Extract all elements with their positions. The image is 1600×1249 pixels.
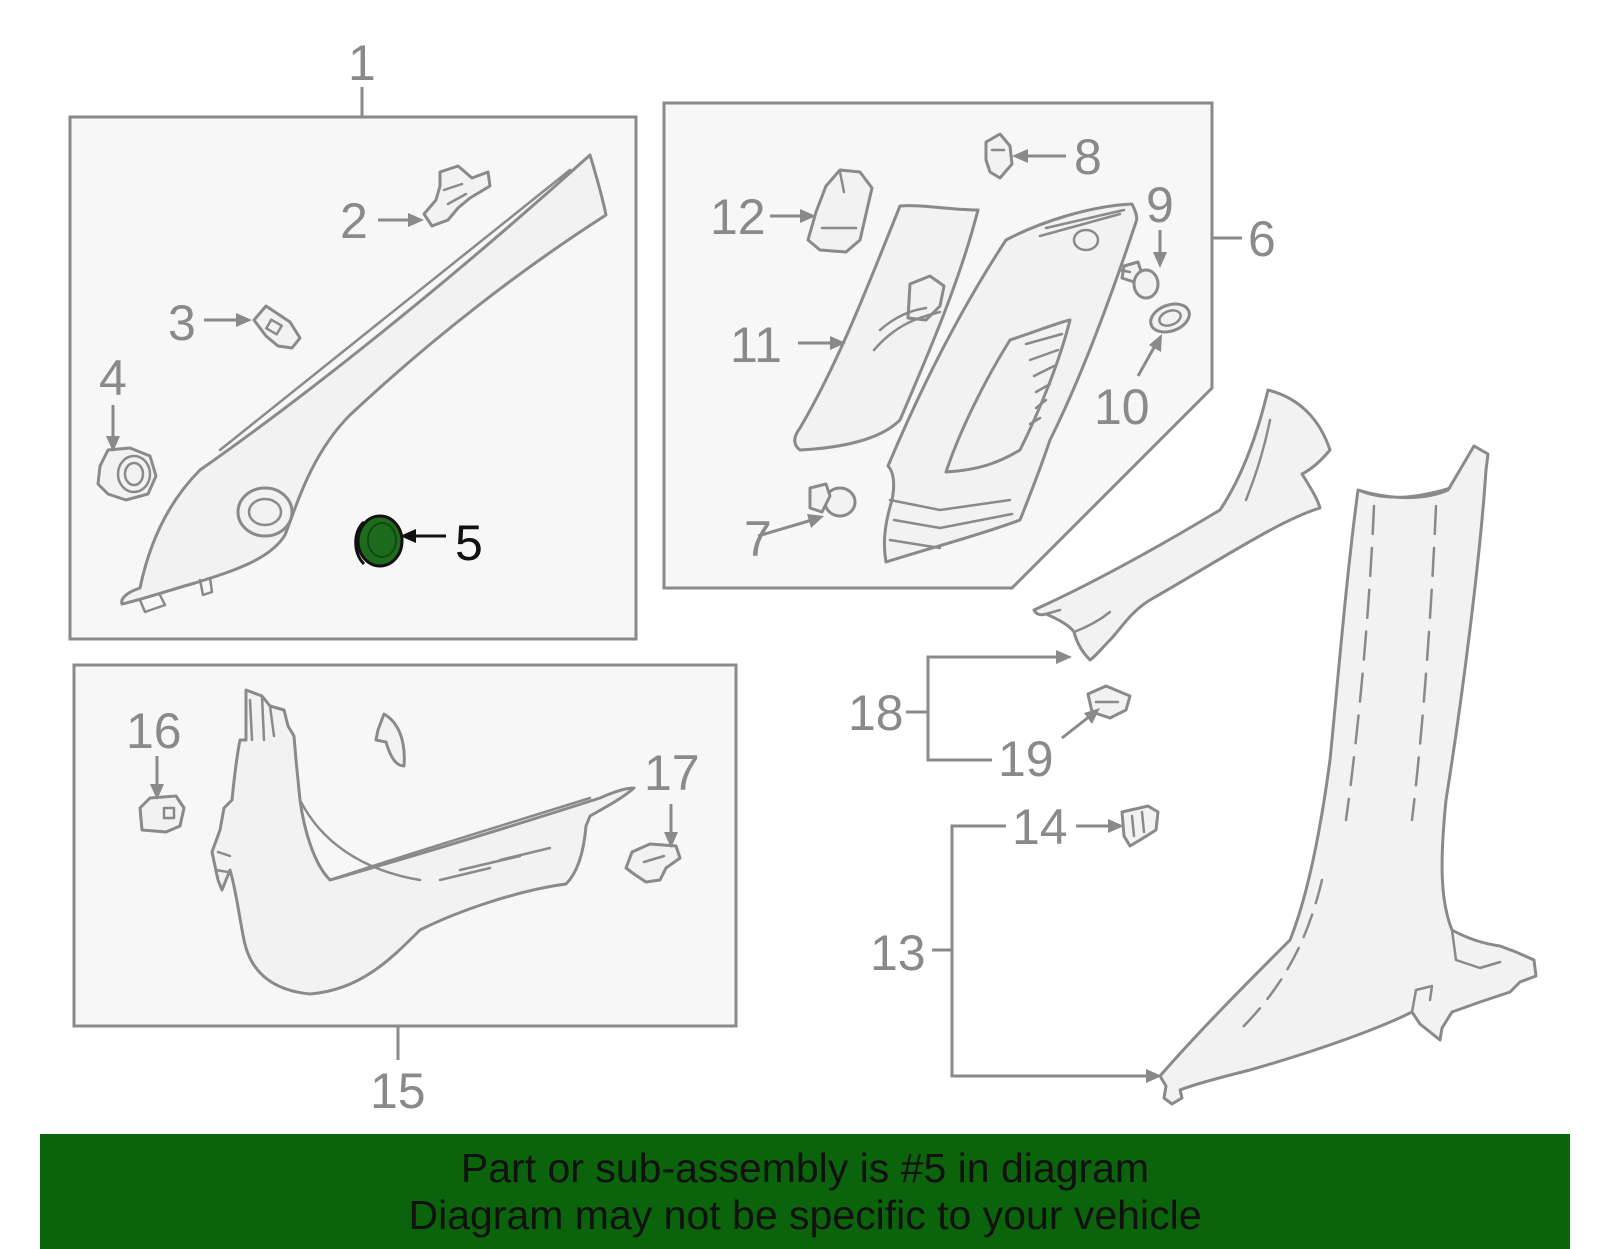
callout-14[interactable]: 14 xyxy=(1012,799,1068,855)
arrowhead-12 xyxy=(800,209,816,223)
callout-13[interactable]: 13 xyxy=(870,925,926,981)
part-14-clip[interactable] xyxy=(1120,804,1160,848)
bracket-18 xyxy=(906,650,1072,762)
part-18-quarter-upper-trim[interactable] xyxy=(1032,388,1332,662)
callout-8[interactable]: 8 xyxy=(1074,129,1102,185)
callout-11[interactable]: 11 xyxy=(730,317,782,373)
leader-10 xyxy=(1136,343,1158,377)
callout-3[interactable]: 3 xyxy=(168,295,196,351)
arrowhead-5 xyxy=(400,529,416,543)
group-box-15: 15 xyxy=(72,663,738,1119)
arrowhead-2 xyxy=(408,213,424,227)
callout-16[interactable]: 16 xyxy=(126,703,182,759)
callout-7[interactable]: 7 xyxy=(744,511,772,567)
info-banner: Part or sub-assembly is #5 in diagram Di… xyxy=(40,1134,1570,1249)
arrowhead-9 xyxy=(1153,252,1167,268)
part-13-quarter-lower-trim[interactable] xyxy=(1158,444,1538,1106)
callout-19[interactable]: 19 xyxy=(998,731,1054,787)
callout-6[interactable]: 6 xyxy=(1248,211,1276,267)
callout-9[interactable]: 9 xyxy=(1146,177,1174,233)
part-11-upper-b-pillar-trim[interactable] xyxy=(793,204,980,452)
banner-line-disclaimer: Diagram may not be specific to your vehi… xyxy=(408,1191,1202,1238)
callout-18[interactable]: 18 xyxy=(848,685,904,741)
part-12-bracket[interactable] xyxy=(806,168,874,254)
arrowhead-3 xyxy=(236,313,252,327)
arrowhead-11 xyxy=(830,336,846,350)
callout-4[interactable]: 4 xyxy=(99,350,127,406)
arrowhead-16 xyxy=(150,784,164,800)
arrowhead-7 xyxy=(807,514,824,528)
b-pillar-lower-trim[interactable] xyxy=(882,202,1139,564)
part-16-clip[interactable] xyxy=(138,794,186,834)
callout-2[interactable]: 2 xyxy=(340,193,368,249)
part-7-push-pin[interactable] xyxy=(808,482,857,518)
part-2-clip[interactable] xyxy=(422,164,492,228)
arrowhead-17 xyxy=(664,832,678,848)
arrowhead-4 xyxy=(106,436,120,452)
a-pillar-trim[interactable] xyxy=(120,153,608,614)
callout-5[interactable]: 5 xyxy=(455,515,483,571)
arrowhead-10 xyxy=(1149,334,1162,352)
arrowhead-19 xyxy=(1084,708,1100,724)
part-9-bolt[interactable] xyxy=(1118,260,1160,300)
arrowhead-8 xyxy=(1012,149,1028,163)
callout-17[interactable]: 17 xyxy=(644,745,700,801)
bracket-13 xyxy=(932,824,1162,1083)
callout-10[interactable]: 10 xyxy=(1094,379,1150,435)
callout-1[interactable]: 1 xyxy=(348,35,376,91)
callout-15[interactable]: 15 xyxy=(370,1063,426,1119)
door-sill-trim[interactable] xyxy=(210,688,636,996)
part-5-cap-highlighted[interactable] xyxy=(354,514,404,568)
part-10-plug[interactable] xyxy=(1147,299,1193,337)
part-3-nut[interactable] xyxy=(252,304,302,350)
leader-19 xyxy=(1061,714,1091,740)
part-8-clip[interactable] xyxy=(984,132,1014,180)
leader-7 xyxy=(757,518,813,538)
callout-12[interactable]: 12 xyxy=(710,189,766,245)
banner-line-part: Part or sub-assembly is #5 in diagram xyxy=(460,1144,1150,1191)
sill-clip[interactable] xyxy=(374,712,406,768)
part-17-clip[interactable] xyxy=(624,842,682,884)
arrowhead-14 xyxy=(1108,819,1124,833)
part-4-grommet[interactable] xyxy=(96,446,158,502)
